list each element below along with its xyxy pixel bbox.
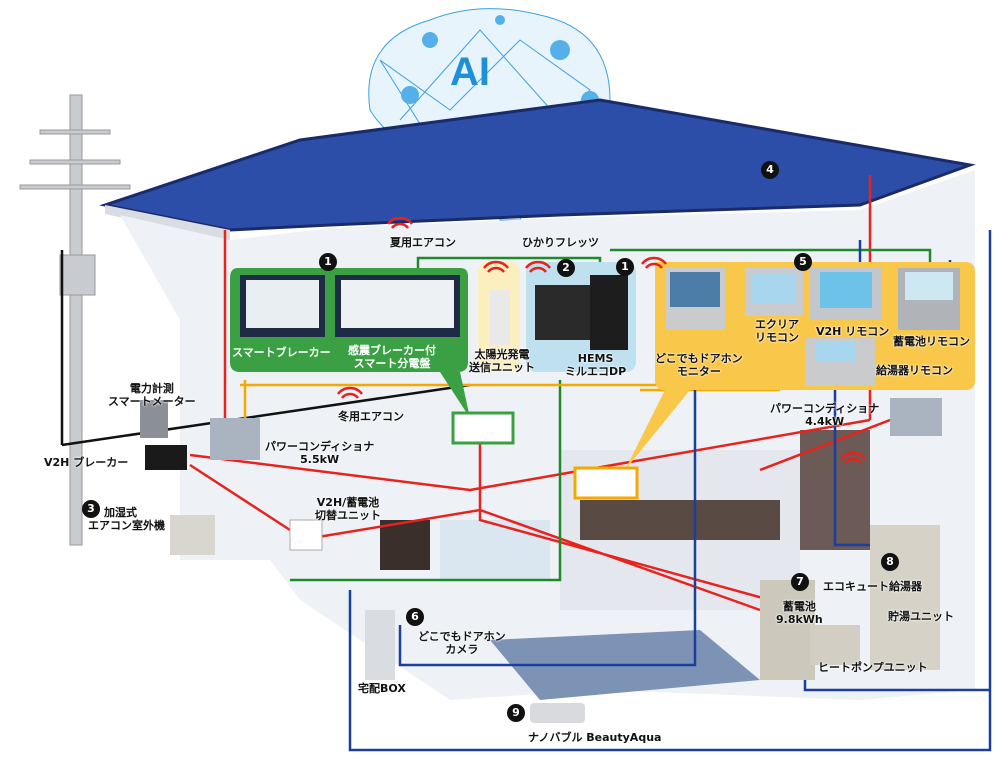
label-door-monitor: どこでもドアホン bbox=[655, 352, 743, 365]
wifi-icon bbox=[337, 216, 866, 464]
marker-3: 3 bbox=[82, 500, 100, 518]
label-ecria-2: リモコン bbox=[755, 331, 799, 344]
label-winter-ac: 冬用エアコン bbox=[338, 410, 404, 423]
marker-5: 5 bbox=[794, 253, 812, 271]
label-battery-remote: 蓄電池リモコン bbox=[893, 335, 970, 348]
label-summer-ac: 夏用エアコン bbox=[390, 236, 456, 249]
label-v2h-remote: V2H リモコン bbox=[816, 325, 890, 338]
label-panel: 感震ブレーカー付 bbox=[348, 344, 436, 357]
marker-9: 9 bbox=[507, 704, 525, 722]
label-solar-2: 送信ユニット bbox=[469, 361, 535, 374]
solar-roof bbox=[99, 98, 976, 232]
label-door-camera: どこでもドアホン bbox=[418, 630, 506, 643]
label-battery-capacity: 9.8kWh bbox=[776, 613, 823, 626]
marker-6: 6 bbox=[406, 608, 424, 626]
label-tank: 貯湯ユニット bbox=[888, 610, 954, 623]
label-switch-unit: V2H/蓄電池 bbox=[316, 496, 380, 509]
label-hems: HEMS bbox=[577, 352, 614, 365]
label-pcs-44-kw: 4.4kW bbox=[805, 415, 845, 428]
label-switch-unit-2: 切替ユニット bbox=[315, 509, 381, 522]
label-battery: 蓄電池 bbox=[782, 600, 816, 613]
label-meter-2: スマートメーター bbox=[108, 395, 196, 408]
marker-4: 4 bbox=[761, 161, 779, 179]
ai-label: AI bbox=[450, 50, 490, 94]
label-solar: 太陽光発電 bbox=[474, 348, 530, 361]
label-outdoor-unit-2: エアコン室外機 bbox=[88, 519, 165, 532]
marker-7: 7 bbox=[791, 573, 809, 591]
label-smart-breaker: スマートブレーカー bbox=[232, 346, 331, 359]
label-meter: 電力計測 bbox=[129, 382, 174, 395]
utility-pole bbox=[19, 94, 131, 546]
label-panel-2: スマート分電盤 bbox=[353, 357, 431, 370]
label-outdoor-unit: 加湿式 bbox=[104, 506, 137, 519]
label-water-remote: 給湯器リモコン bbox=[876, 364, 953, 377]
marker-2: 2 bbox=[557, 259, 575, 277]
label-hems-2: ミルエコDP bbox=[565, 365, 627, 378]
marker-8: 8 bbox=[881, 553, 899, 571]
label-pcs-55-kw: 5.5kW bbox=[300, 453, 340, 466]
label-door-camera-2: カメラ bbox=[445, 643, 479, 656]
label-ecria: エクリア bbox=[755, 318, 799, 331]
yellow-panel bbox=[655, 262, 975, 390]
label-nanobubble: ナノバブル BeautyAqua bbox=[528, 731, 662, 744]
marker-1: 1 bbox=[616, 258, 634, 276]
label-hikari: ひかりフレッツ bbox=[522, 236, 599, 249]
label-v2h-breaker: V2H ブレーカー bbox=[44, 456, 129, 469]
marker-1: 1 bbox=[319, 253, 337, 271]
label-door-monitor-2: モニター bbox=[676, 365, 721, 378]
label-delivery-box: 宅配BOX bbox=[358, 682, 406, 695]
label-heatpump: ヒートポンプユニット bbox=[818, 661, 928, 674]
label-pcs-55: パワーコンディショナ bbox=[265, 440, 375, 453]
label-pcs-44: パワーコンディショナ bbox=[770, 402, 880, 415]
label-ecocute: エコキュート給湯器 bbox=[823, 580, 922, 593]
